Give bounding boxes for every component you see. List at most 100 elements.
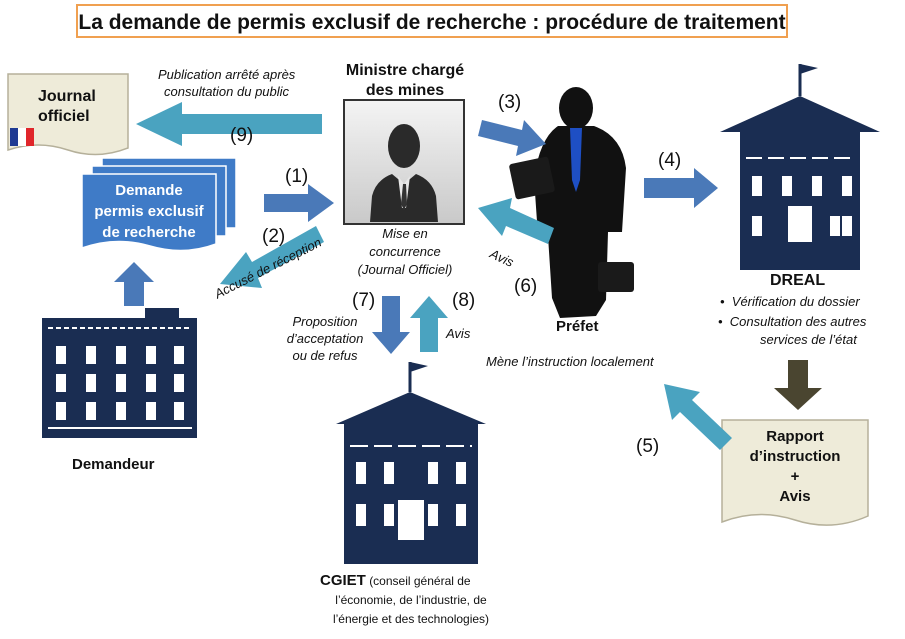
demandeur-label: Demandeur <box>72 456 155 473</box>
demande-line3: de recherche <box>102 224 196 241</box>
cgiet-building-icon <box>336 362 486 564</box>
arrow-1-demande-to-ministre <box>264 184 334 222</box>
cgiet-label: CGIET <box>320 572 366 589</box>
rapport-line2: d’instruction <box>749 448 841 465</box>
ministre-line2: des mines <box>365 82 445 99</box>
building-window <box>86 402 96 420</box>
building-window <box>86 346 96 364</box>
label-proposition-line1: Proposition <box>292 314 358 329</box>
dreal-bullet-2-text: Consultation des autres <box>729 314 867 329</box>
building-window <box>752 176 762 196</box>
arrow-2-accuse-reception <box>220 226 324 288</box>
rapport-document <box>721 419 869 526</box>
arrow-4-prefet-to-dreal <box>644 168 718 208</box>
arrow-dreal-to-rapport <box>774 360 822 410</box>
cgiet-desc-line1: (conseil général de <box>369 574 471 588</box>
building-window <box>842 216 852 236</box>
page-title: La demande de permis exclusif de recherc… <box>78 11 786 34</box>
cgiet-desc-line3: l’énergie et des technologies) <box>332 612 490 626</box>
dreal-windows <box>752 176 852 236</box>
arrow-6-avis-prefet-to-ministre <box>478 198 554 244</box>
dreal-bullet-2: • Consultation des autres <box>718 314 867 329</box>
demandeur-windows <box>56 346 184 420</box>
dreal-building-icon <box>720 64 880 270</box>
building-window <box>428 462 438 484</box>
label-proposition-line2: d’acceptation <box>286 331 364 346</box>
step-4: (4) <box>658 150 682 171</box>
rapport-line1: Rapport <box>766 428 824 445</box>
building-window <box>782 176 792 196</box>
arrow-3-ministre-to-prefet <box>478 120 546 156</box>
building-window <box>428 504 438 526</box>
ministre-caption-line3: (Journal Officiel) <box>357 262 453 277</box>
ministre-caption-line1: Mise en <box>382 226 428 241</box>
demande-permis-document <box>81 157 237 252</box>
building-window <box>116 402 126 420</box>
prefet-caption: Mène l’instruction localement <box>486 354 654 369</box>
arrow-5-rapport-to-prefet <box>664 384 732 450</box>
cgiet-heading: CGIET (conseil général de <box>320 572 471 589</box>
rapport-line4: Avis <box>779 488 811 505</box>
building-window <box>752 216 762 236</box>
dreal-bullet-1: • Vérification du dossier <box>720 294 860 309</box>
prefet-label: Préfet <box>556 318 599 335</box>
person-silhouette-icon <box>370 124 438 222</box>
building-window <box>456 504 466 526</box>
ministre-line1: Ministre chargé <box>345 62 465 79</box>
building-window <box>842 176 852 196</box>
cgiet-desc-line2: l’économie, de l’industrie, de <box>335 593 487 607</box>
label-publication-line2: consultation du public <box>164 84 290 99</box>
arrow-demandeur-to-demande <box>114 262 154 306</box>
building-window <box>174 402 184 420</box>
cgiet-windows <box>356 462 466 526</box>
step-7: (7) <box>352 290 376 311</box>
building-window <box>830 216 840 236</box>
title-box: La demande de permis exclusif de recherc… <box>76 4 788 38</box>
building-window <box>56 402 66 420</box>
building-window <box>86 374 96 392</box>
french-flag-icon <box>10 128 34 146</box>
journal-officiel-line1: Journal <box>38 88 96 105</box>
step-6: (6) <box>514 276 538 297</box>
building-window <box>146 346 156 364</box>
label-avis-8: Avis <box>446 326 471 341</box>
step-5: (5) <box>636 436 660 457</box>
building-window <box>384 462 394 484</box>
building-window <box>146 374 156 392</box>
label-publication-line1: Publication arrêté après <box>158 67 296 82</box>
building-window <box>116 374 126 392</box>
arrow-7-proposition <box>372 296 410 354</box>
building-window <box>456 462 466 484</box>
step-2: (2) <box>262 226 286 247</box>
building-window <box>56 374 66 392</box>
ministre-caption-line2: concurrence <box>369 244 441 259</box>
building-window <box>116 346 126 364</box>
demande-line1: Demande <box>115 182 183 199</box>
dreal-bullet-1-text: Vérification du dossier <box>731 294 860 309</box>
building-window <box>356 462 366 484</box>
ministre-portrait <box>343 99 465 225</box>
dreal-bullet-2-cont: services de l’état <box>760 332 857 347</box>
building-window <box>384 504 394 526</box>
building-window <box>146 402 156 420</box>
arrow-8-avis-cgiet-to-ministre <box>410 296 448 352</box>
building-window <box>812 176 822 196</box>
demande-line2: permis exclusif <box>94 203 204 220</box>
rapport-line3: + <box>790 468 800 485</box>
building-window <box>174 374 184 392</box>
step-9: (9) <box>230 125 254 146</box>
step-8: (8) <box>452 290 476 311</box>
journal-officiel-document <box>7 73 129 156</box>
label-proposition-line3: ou de refus <box>292 348 358 363</box>
arrow-9-publication <box>136 102 322 146</box>
dreal-label: DREAL <box>770 272 826 289</box>
step-3: (3) <box>498 92 522 113</box>
building-window <box>174 346 184 364</box>
step-1: (1) <box>285 166 309 187</box>
building-window <box>356 504 366 526</box>
businessman-silhouette-icon <box>509 87 634 318</box>
journal-officiel-line2: officiel <box>38 108 90 125</box>
building-window <box>56 346 66 364</box>
